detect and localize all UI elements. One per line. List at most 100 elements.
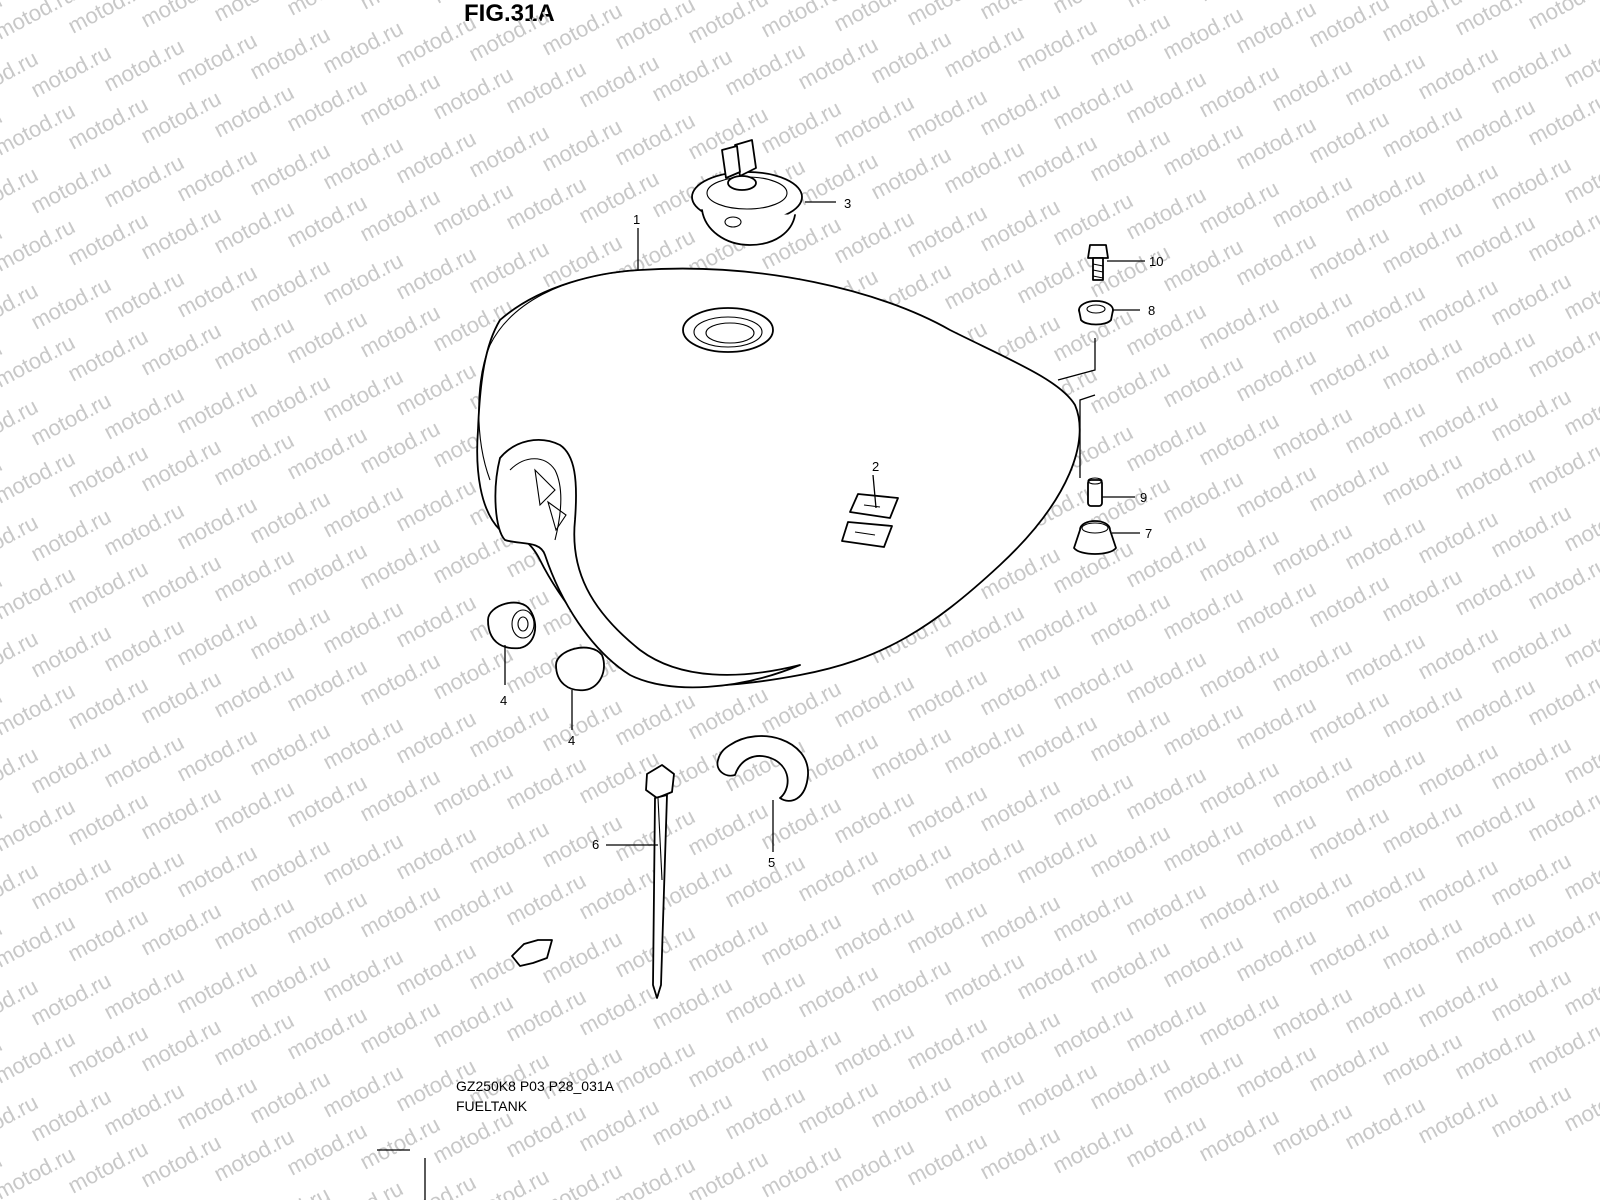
callout-9: 9 bbox=[1140, 490, 1147, 505]
watermark-text: motod.ru bbox=[1341, 860, 1429, 923]
watermark-text: motod.ru bbox=[356, 1112, 444, 1175]
watermark-text: motod.ru bbox=[429, 62, 517, 125]
watermark-text: motod.ru bbox=[356, 532, 444, 595]
watermark-text: motod.ru bbox=[1159, 582, 1247, 645]
watermark-text: motod.ru bbox=[319, 944, 407, 1007]
watermark-text: motod.ru bbox=[1086, 936, 1174, 999]
watermark-text: motod.ru bbox=[1013, 710, 1101, 773]
watermark-text: motod.ru bbox=[1159, 1046, 1247, 1109]
watermark-text: motod.ru bbox=[1414, 738, 1502, 801]
watermark-text: motod.ru bbox=[1122, 182, 1210, 245]
watermark-text: motod.ru bbox=[429, 1106, 517, 1169]
watermark-text: motod.ru bbox=[940, 600, 1028, 663]
watermark-text: motod.ru bbox=[210, 776, 298, 839]
watermark-text: motod.ru bbox=[1341, 1092, 1429, 1155]
fwd-arrow-icon: FWD bbox=[511, 939, 553, 967]
watermark-text: motod.ru bbox=[392, 706, 480, 769]
watermark-text: motod.ru bbox=[64, 788, 152, 851]
watermark-text: motod.ru bbox=[319, 132, 407, 195]
watermark-text: motod.ru bbox=[1195, 0, 1283, 6]
watermark-text: motod.ru bbox=[1195, 60, 1283, 123]
watermark-text: motod.ru bbox=[173, 956, 261, 1019]
watermark-text: motod.ru bbox=[1414, 274, 1502, 337]
callout-5: 5 bbox=[768, 855, 775, 870]
watermark-text: motod.ru bbox=[1268, 634, 1356, 697]
watermark-text: motod.ru bbox=[0, 330, 79, 393]
watermark-text: motod.ru bbox=[757, 96, 845, 159]
watermark-text: motod.ru bbox=[611, 688, 699, 751]
watermark-text: motod.ru bbox=[794, 148, 882, 211]
watermark-text: motod.ru bbox=[465, 816, 553, 879]
watermark-text: motod.ru bbox=[246, 22, 334, 85]
watermark-text: motod.ru bbox=[903, 896, 991, 959]
watermark-text: motod.ru bbox=[1268, 54, 1356, 117]
watermark-text: motod.ru bbox=[538, 114, 626, 177]
watermark-text: motod.ru bbox=[210, 196, 298, 259]
watermark-text: motod.ru bbox=[611, 108, 699, 171]
watermark-text: motod.ru bbox=[903, 780, 991, 843]
watermark-text: motod.ru bbox=[1086, 8, 1174, 71]
watermark-text: motod.ru bbox=[1524, 784, 1600, 847]
watermark-text: motod.ru bbox=[1232, 344, 1320, 407]
watermark-text: motod.ru bbox=[1122, 66, 1210, 129]
watermark-text: motod.ru bbox=[429, 758, 517, 821]
watermark-text: motod.ru bbox=[903, 1012, 991, 1075]
watermark-text: motod.ru bbox=[1268, 286, 1356, 349]
watermark-text: motod.ru bbox=[1451, 790, 1539, 853]
watermark-text: motod.ru bbox=[100, 730, 188, 793]
watermark-text: motod.ru bbox=[940, 20, 1028, 83]
model-code: GZ250K8 P03 P28_031A bbox=[456, 1078, 615, 1094]
watermark-text: motod.ru bbox=[1305, 1034, 1393, 1097]
watermark-text: motod.ru bbox=[1159, 118, 1247, 181]
watermark-text: motod.ru bbox=[903, 84, 991, 147]
watermark-text: motod.ru bbox=[1086, 704, 1174, 767]
watermark-text: motod.ru bbox=[27, 1084, 115, 1147]
watermark-text: motod.ru bbox=[976, 658, 1064, 721]
watermark-text: motod.ru bbox=[1195, 756, 1283, 819]
watermark-text: motod.ru bbox=[1232, 1040, 1320, 1103]
watermark-text: motod.ru bbox=[246, 1182, 334, 1200]
watermark-text: motod.ru bbox=[27, 620, 115, 683]
watermark-text: motod.ru bbox=[465, 1164, 553, 1200]
watermark-text: motod.ru bbox=[210, 1008, 298, 1071]
watermark-text: motod.ru bbox=[1341, 512, 1429, 575]
watermark-text: motod.ru bbox=[1451, 558, 1539, 621]
watermark-text: motod.ru bbox=[246, 254, 334, 317]
watermark-text: motod.ru bbox=[1341, 976, 1429, 1039]
watermark-text: motod.ru bbox=[27, 388, 115, 451]
watermark-text: motod.ru bbox=[319, 16, 407, 79]
watermark-text: motod.ru bbox=[502, 752, 590, 815]
watermark-text: motod.ru bbox=[1524, 436, 1600, 499]
watermark-text: motod.ru bbox=[502, 56, 590, 119]
watermark-text: motod.ru bbox=[1305, 222, 1393, 285]
watermark-text: motod.ru bbox=[392, 242, 480, 305]
watermark-text: motod.ru bbox=[210, 892, 298, 955]
watermark-text: motod.ru bbox=[757, 908, 845, 971]
watermark-text: motod.ru bbox=[1049, 768, 1137, 831]
callout-labels: 1 2 3 4 4 5 6 7 8 9 10 bbox=[500, 196, 1163, 870]
fuel-cap-assembly bbox=[691, 139, 803, 246]
watermark-text: motod.ru bbox=[1159, 814, 1247, 877]
watermark-text: motod.ru bbox=[356, 416, 444, 479]
watermark-text: motod.ru bbox=[100, 498, 188, 561]
watermark-text: motod.ru bbox=[976, 890, 1064, 953]
watermark-text: motod.ru bbox=[976, 0, 1064, 24]
watermark-text: motod.ru bbox=[684, 914, 772, 977]
watermark-text: motod.ru bbox=[356, 300, 444, 363]
watermark-text: motod.ru bbox=[1487, 500, 1575, 563]
watermark-text: motod.ru bbox=[283, 654, 371, 717]
watermark-text: motod.ru bbox=[246, 602, 334, 665]
watermark-text: motod.ru bbox=[1305, 338, 1393, 401]
watermark-text: motod.ru bbox=[356, 0, 444, 14]
watermark-text: motod.ru bbox=[538, 1042, 626, 1105]
watermark-text: motod.ru bbox=[794, 844, 882, 907]
watermark-text: motod.ru bbox=[319, 596, 407, 659]
watermark-text: motod.ru bbox=[137, 434, 225, 497]
watermark-text: motod.ru bbox=[940, 252, 1028, 315]
watermark-text: motod.ru bbox=[1305, 918, 1393, 981]
watermark-text: motod.ru bbox=[64, 556, 152, 619]
watermark-text: motod.ru bbox=[137, 318, 225, 381]
watermark-text: motod.ru bbox=[1195, 176, 1283, 239]
watermark-text: motod.ru bbox=[1414, 970, 1502, 1033]
